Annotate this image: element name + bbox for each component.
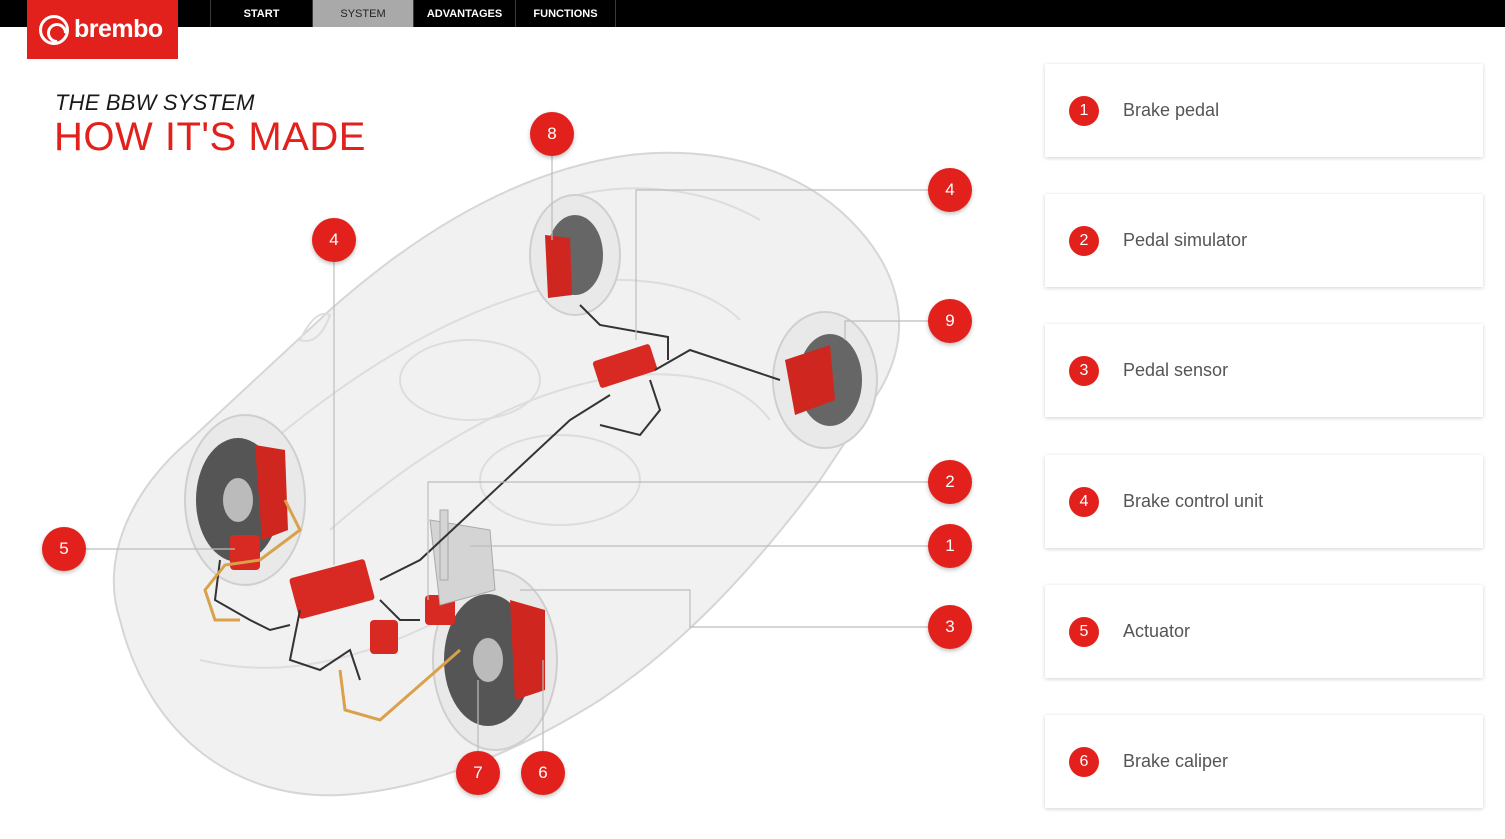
marker-6[interactable]: 6 (521, 751, 565, 795)
legend-item-pedal-sensor[interactable]: 3 Pedal sensor (1045, 324, 1483, 417)
legend-item-pedal-simulator[interactable]: 2 Pedal simulator (1045, 194, 1483, 287)
legend-item-brake-caliper[interactable]: 6 Brake caliper (1045, 715, 1483, 808)
legend-number: 5 (1069, 616, 1099, 647)
leader-lines (86, 156, 928, 751)
nav-start[interactable]: START (210, 0, 312, 27)
legend-label: Pedal sensor (1123, 360, 1229, 380)
marker-3[interactable]: 3 (928, 605, 972, 649)
legend-number: 2 (1069, 225, 1099, 256)
pedal-assembly (429, 509, 496, 606)
marker-7[interactable]: 7 (456, 751, 500, 795)
legend-label: Actuator (1123, 621, 1191, 641)
marker-9[interactable]: 9 (928, 299, 972, 343)
marker-1[interactable]: 1 (928, 524, 972, 568)
nav-advantages[interactable]: ADVANTAGES (413, 0, 515, 27)
page-title: HOW IT'S MADE (54, 115, 366, 159)
main-nav: START SYSTEM ADVANTAGES FUNCTIONS (210, 0, 616, 27)
front-right-wheel (432, 569, 558, 751)
legend-label: Pedal simulator (1123, 230, 1248, 250)
car-diagram: 8 4 4 9 5 2 1 3 7 6 (0, 60, 1000, 839)
nav-system[interactable]: SYSTEM (312, 0, 413, 27)
nav-functions[interactable]: FUNCTIONS (515, 0, 616, 27)
car-illustration-icon (86, 151, 928, 797)
top-nav-bar: START SYSTEM ADVANTAGES FUNCTIONS (0, 0, 1505, 27)
rear-right-wheel (772, 311, 878, 449)
car-body (112, 151, 900, 797)
legend-number: 1 (1069, 95, 1099, 126)
legend-label: Brake control unit (1123, 491, 1264, 511)
legend-number: 4 (1069, 486, 1099, 517)
legend-label: Brake caliper (1123, 751, 1229, 771)
legend-item-actuator[interactable]: 5 Actuator (1045, 585, 1483, 678)
legend-label: Brake pedal (1123, 100, 1220, 120)
rear-left-wheel (529, 194, 621, 316)
brand-name: brembo (74, 15, 163, 43)
legend-number: 3 (1069, 355, 1099, 386)
brembo-logo[interactable]: brembo (27, 0, 178, 59)
marker-5[interactable]: 5 (42, 527, 86, 571)
marker-2[interactable]: 2 (928, 460, 972, 504)
front-left-wheel (184, 414, 306, 586)
legend-number: 6 (1069, 746, 1099, 777)
brembo-logo-icon (39, 14, 69, 45)
legend-item-brake-pedal[interactable]: 1 Brake pedal (1045, 64, 1483, 157)
car-details (199, 187, 771, 669)
hydraulic-lines (203, 499, 461, 722)
section-kicker: THE BBW SYSTEM (55, 90, 255, 115)
legend-item-brake-control-unit[interactable]: 4 Brake control unit (1045, 455, 1483, 548)
marker-8[interactable]: 8 (530, 112, 574, 156)
marker-4-rear[interactable]: 4 (928, 168, 972, 212)
marker-4-front[interactable]: 4 (312, 218, 356, 262)
control-wiring (213, 304, 781, 681)
